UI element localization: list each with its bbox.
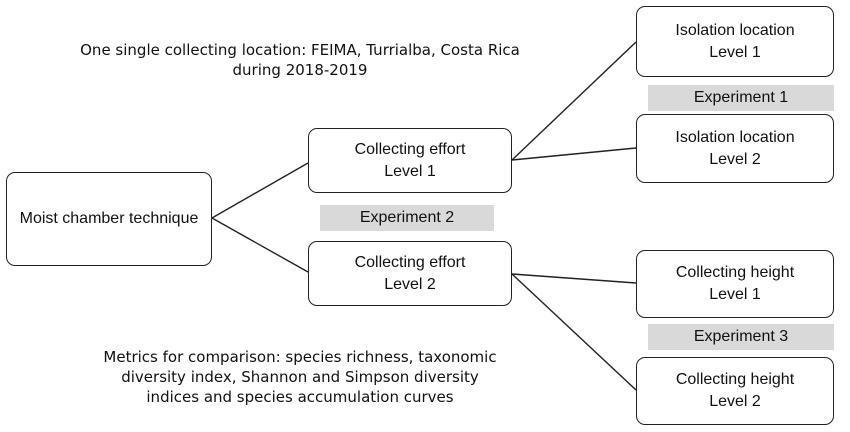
connector-effort-1-to-isolation-2	[511, 147, 637, 161]
root-box-moist-chamber: Moist chamber technique	[6, 172, 212, 266]
collecting-location-line-1: One single collecting location: FEIMA, T…	[80, 41, 520, 59]
experiment-1-band: Experiment 1	[648, 85, 834, 111]
metrics-line-1: Metrics for comparison: species richness…	[103, 348, 497, 366]
experiment-1-label: Experiment 1	[693, 89, 789, 106]
height-2-title: Collecting height	[675, 371, 795, 388]
root-label: Moist chamber technique	[19, 210, 199, 227]
connector-effort-1-to-isolation-1	[511, 41, 637, 161]
box-collecting-effort-level-2: Collecting effort Level 2	[308, 241, 512, 306]
effort-1-level: Level 1	[384, 162, 436, 180]
box-isolation-location-level-2: Isolation location Level 2	[636, 114, 834, 183]
metrics-note: Metrics for comparison: species richness…	[50, 347, 550, 407]
effort-1-title: Collecting effort	[354, 140, 466, 158]
experiment-2-band: Experiment 2	[320, 205, 494, 231]
effort-2-title: Collecting effort	[354, 253, 466, 271]
box-collecting-effort-level-1: Collecting effort Level 1	[308, 128, 512, 193]
experiment-2-label: Experiment 2	[359, 209, 455, 226]
box-isolation-location-level-1: Isolation location Level 1	[636, 6, 834, 77]
connector-effort-2-to-height-2	[511, 273, 637, 391]
isolation-2-level: Level 2	[709, 150, 761, 168]
isolation-1-title: Isolation location	[675, 21, 795, 39]
collecting-location-line-2: during 2018-2019	[232, 61, 368, 79]
box-collecting-height-level-2: Collecting height Level 2	[636, 357, 834, 425]
height-1-title: Collecting height	[675, 264, 795, 281]
connector-effort-2-to-height-1	[511, 273, 637, 284]
connector-root-to-effort-1	[211, 162, 309, 219]
collecting-location-note: One single collecting location: FEIMA, T…	[40, 40, 560, 80]
box-collecting-height-level-1: Collecting height Level 1	[636, 250, 834, 318]
connector-root-to-effort-2	[211, 217, 309, 273]
experiment-3-label: Experiment 3	[693, 328, 789, 345]
metrics-line-2: diversity index, Shannon and Simpson div…	[121, 368, 479, 386]
experiment-3-band: Experiment 3	[648, 324, 834, 350]
height-1-level: Level 1	[709, 286, 761, 303]
isolation-1-level: Level 1	[709, 43, 761, 61]
height-2-level: Level 2	[709, 393, 761, 410]
isolation-2-title: Isolation location	[675, 128, 795, 146]
effort-2-level: Level 2	[384, 275, 436, 293]
metrics-line-3: indices and species accumulation curves	[146, 388, 454, 406]
